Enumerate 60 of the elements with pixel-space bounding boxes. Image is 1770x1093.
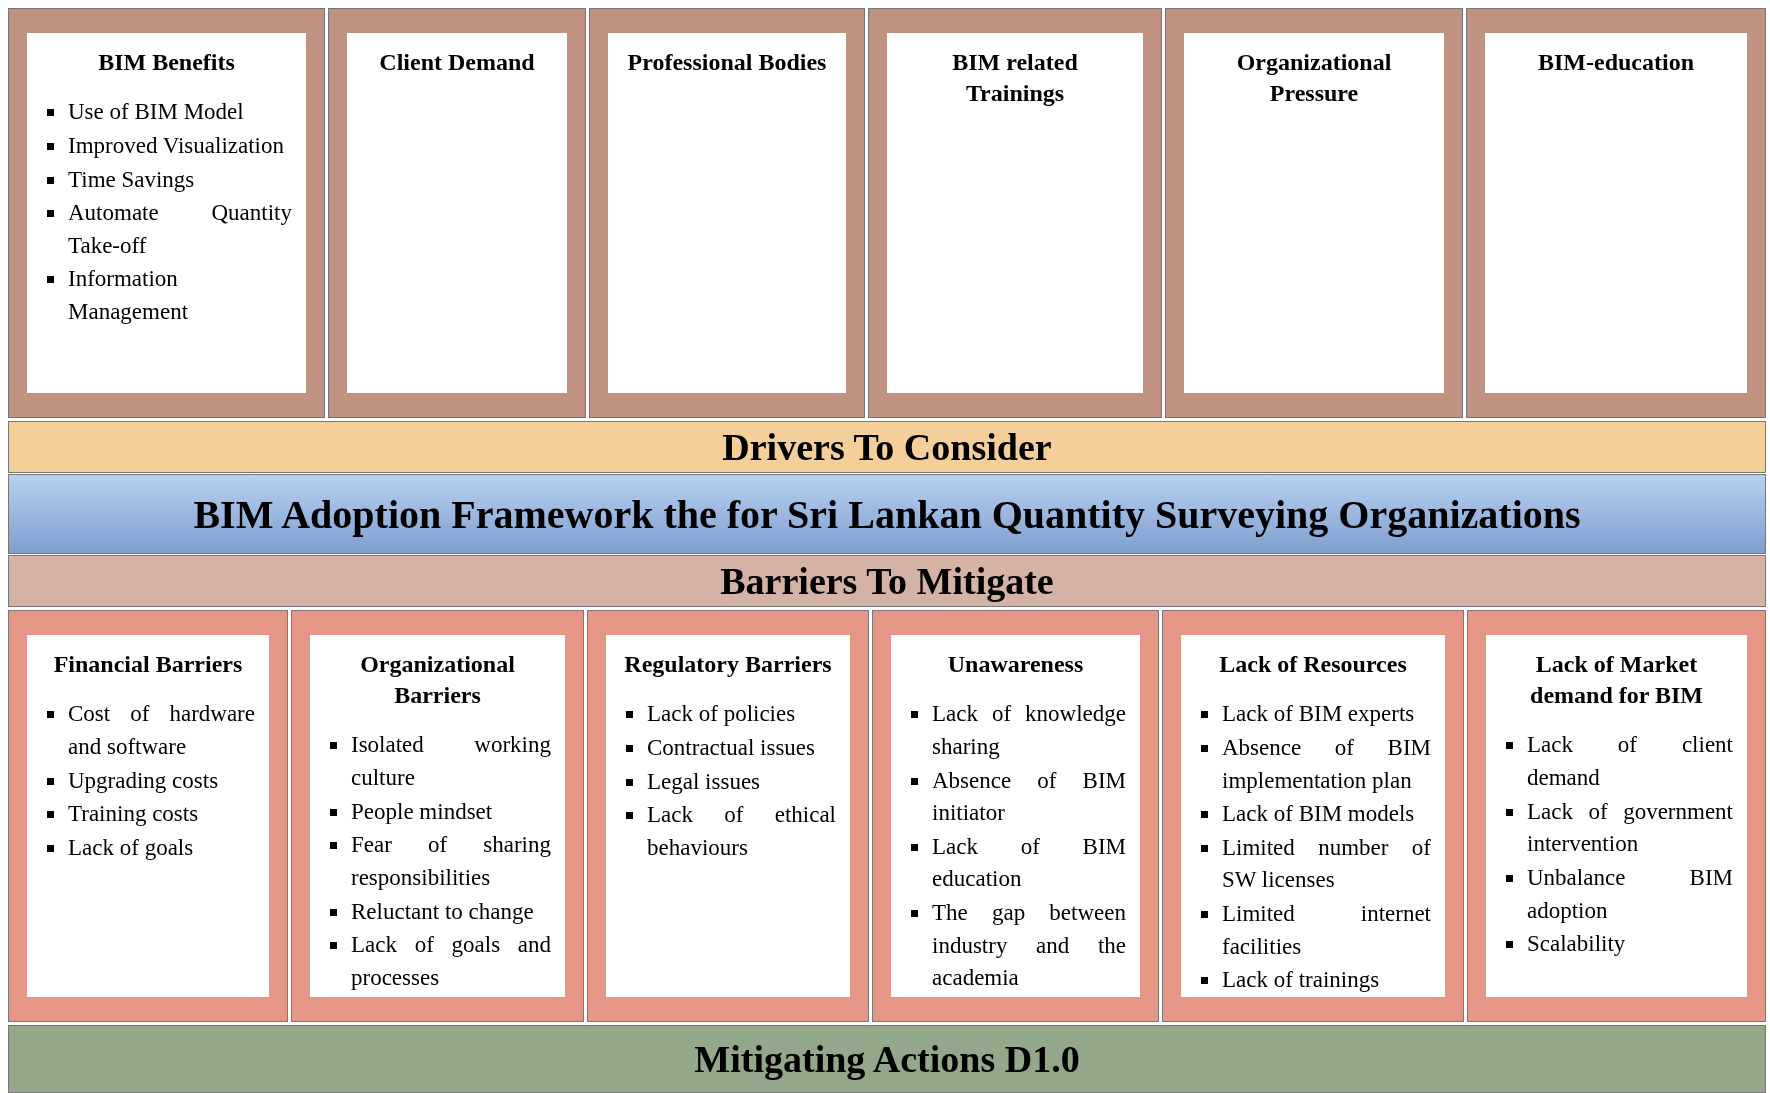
list-item: Improved Visualization — [68, 131, 285, 160]
list-item: Unbalance BIM adoption — [1527, 864, 1733, 925]
card-heading: Financial Barriers — [52, 650, 244, 679]
barrier-panel — [1467, 610, 1766, 1022]
card-heading: BIM-education — [1537, 48, 1695, 77]
banner: Mitigating Actions D1.0 — [8, 1025, 1766, 1093]
list-item: Lack of goals and processes — [351, 931, 551, 992]
list-item: Information Management — [68, 265, 190, 327]
driver-panel — [1165, 8, 1463, 418]
list-item: People mindset — [351, 797, 494, 826]
card-heading: Organizational Barriers — [359, 650, 516, 711]
barrier-panel — [291, 610, 584, 1022]
list-item: Limited internet facilities — [1222, 900, 1431, 961]
list-item: Lack of trainings — [1222, 966, 1381, 995]
list-item: Lack of government intervention — [1527, 797, 1733, 859]
list-item: The gap between industry and the academia — [932, 899, 1126, 993]
list-item: Absence of BIM implementation plan — [1222, 733, 1431, 795]
barrier-panel — [1162, 610, 1464, 1022]
list-item: Training costs — [68, 800, 200, 829]
list-item: Automate Quantity Take-off — [68, 199, 292, 260]
card-heading: Regulatory Barriers — [623, 650, 833, 679]
barrier-panel — [8, 610, 288, 1022]
list-item: Lack of policies — [647, 700, 797, 729]
list-item: Absence of BIM initiator — [932, 766, 1126, 828]
card-heading: Unawareness — [946, 650, 1085, 679]
card-heading: Professional Bodies — [626, 48, 828, 77]
list-item: Isolated working culture — [351, 731, 551, 793]
list-item: Upgrading costs — [68, 766, 220, 795]
card-heading: Lack of Market demand for BIM — [1529, 650, 1704, 711]
driver-panel — [868, 8, 1162, 418]
card-heading: Organizational Pressure — [1235, 48, 1393, 109]
list-item: Legal issues — [647, 767, 762, 796]
banner: Barriers To Mitigate — [8, 555, 1766, 607]
list-item: Time Savings — [68, 165, 196, 194]
banner: Drivers To Consider — [8, 421, 1766, 473]
list-item: Lack of BIM models — [1222, 800, 1416, 829]
list-item: Lack of ethical behaviours — [647, 801, 836, 862]
list-item: Fear of sharing responsibilities — [351, 831, 551, 892]
list-item: Cost of hardware and software — [68, 700, 255, 761]
list-item: Lack of BIM education — [932, 832, 1126, 894]
card-heading: Client Demand — [378, 48, 536, 77]
list-item: Contractual issues — [647, 733, 816, 762]
driver-panel — [1466, 8, 1766, 418]
card-heading: BIM related Trainings — [951, 48, 1079, 109]
card-heading: BIM Benefits — [97, 48, 236, 77]
list-item: Lack of goals — [68, 833, 195, 862]
list-item: Lack of client demand — [1527, 731, 1733, 793]
barrier-panel — [587, 610, 869, 1022]
list-item: Use of BIM Model — [68, 98, 245, 127]
driver-panel — [8, 8, 325, 418]
list-item: Lack of knowledge sharing — [932, 700, 1126, 761]
list-item: Lack of BIM experts — [1222, 700, 1416, 729]
driver-panel — [328, 8, 586, 418]
banner: BIM Adoption Framework the for Sri Lankan Quantity Surveying Organizations — [8, 474, 1766, 554]
driver-panel — [589, 8, 865, 418]
card-heading: Lack of Resources — [1218, 650, 1408, 679]
list-item: Reluctant to change — [351, 897, 535, 926]
barrier-panel — [872, 610, 1159, 1022]
list-item: Limited number of SW licenses — [1222, 833, 1431, 895]
list-item: Scalability — [1527, 930, 1627, 959]
